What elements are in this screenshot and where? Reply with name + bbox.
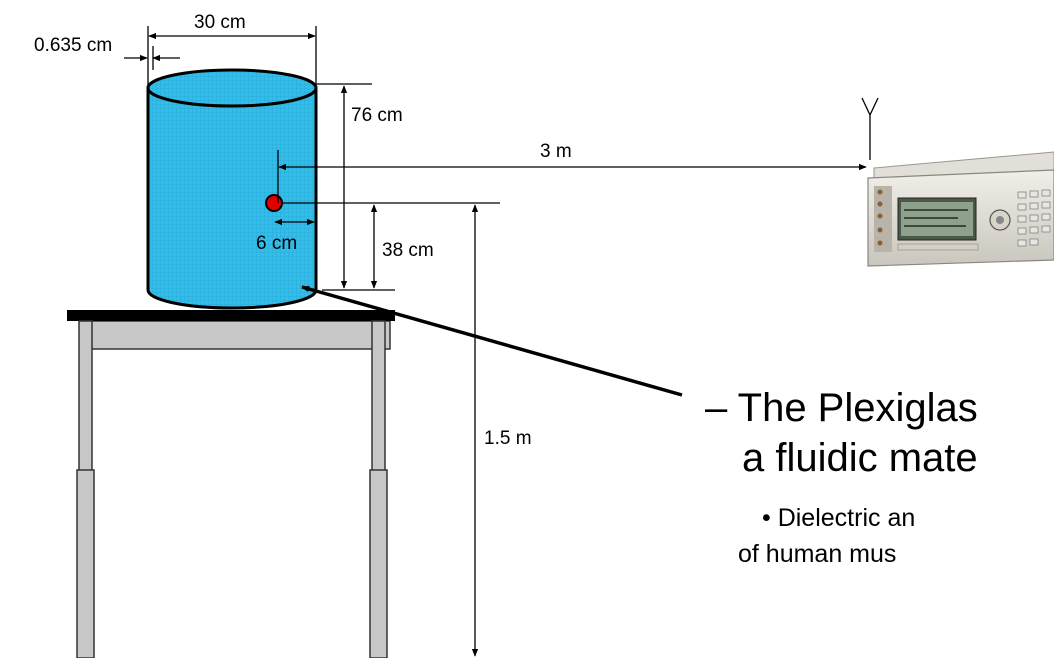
source-height-label: 38 cm: [382, 240, 434, 261]
diameter-label: 30 cm: [194, 12, 246, 33]
bullet-main: – The Plexiglas: [705, 386, 978, 430]
table-top: [67, 310, 395, 321]
pointer-arrow: [301, 285, 683, 397]
cylinder-top: [146, 68, 318, 108]
bullet-main-cont: a fluidic mate: [742, 436, 978, 480]
distance-label: 3 m: [540, 141, 572, 162]
source-dot: [265, 194, 283, 212]
source-depth-label: 6 cm: [256, 233, 297, 254]
height-label: 76 cm: [351, 105, 403, 126]
table-leg-left-lower: [76, 469, 95, 658]
table: [67, 310, 395, 658]
sub-bullet: • Dielectric an: [762, 504, 915, 532]
cylinder-body: [146, 86, 318, 310]
cylinder-phantom: [146, 68, 318, 310]
sub-bullet-cont: of human mus: [738, 540, 896, 568]
signal-generator: [867, 151, 1054, 267]
antenna-icon: [861, 97, 879, 160]
table-apron: [79, 320, 391, 350]
table-leg-right-lower: [369, 469, 388, 658]
wall-thickness-label: 0.635 cm: [34, 35, 112, 56]
dimension-lines: [124, 26, 867, 657]
table-height-label: 1.5 m: [484, 428, 532, 449]
